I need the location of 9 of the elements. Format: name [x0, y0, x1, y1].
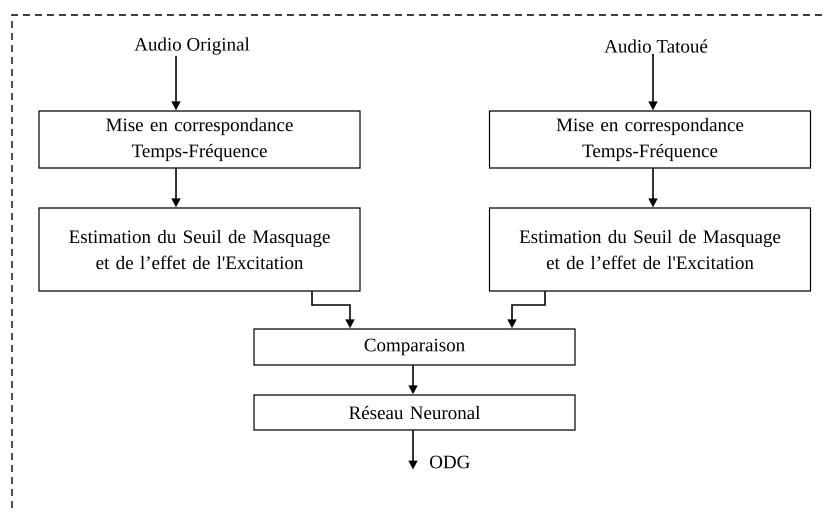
process-box: Comparaison	[253, 328, 576, 366]
output-label: ODG	[430, 456, 470, 468]
process-box: Mise en correspondance Temps-Fréquence	[38, 110, 361, 169]
input-label: Audio Tatoué	[604, 39, 708, 53]
input-label: Audio Original	[134, 37, 250, 55]
process-box: Estimation du Seuil de Masquage et de l’effet de l'Excitation	[488, 207, 812, 292]
process-box: Réseau Neuronal	[253, 394, 576, 431]
process-box: Mise en correspondance Temps-Fréquence	[488, 110, 812, 169]
process-box: Estimation du Seuil de Masquage et de l’effet de l'Excitation	[38, 207, 361, 292]
